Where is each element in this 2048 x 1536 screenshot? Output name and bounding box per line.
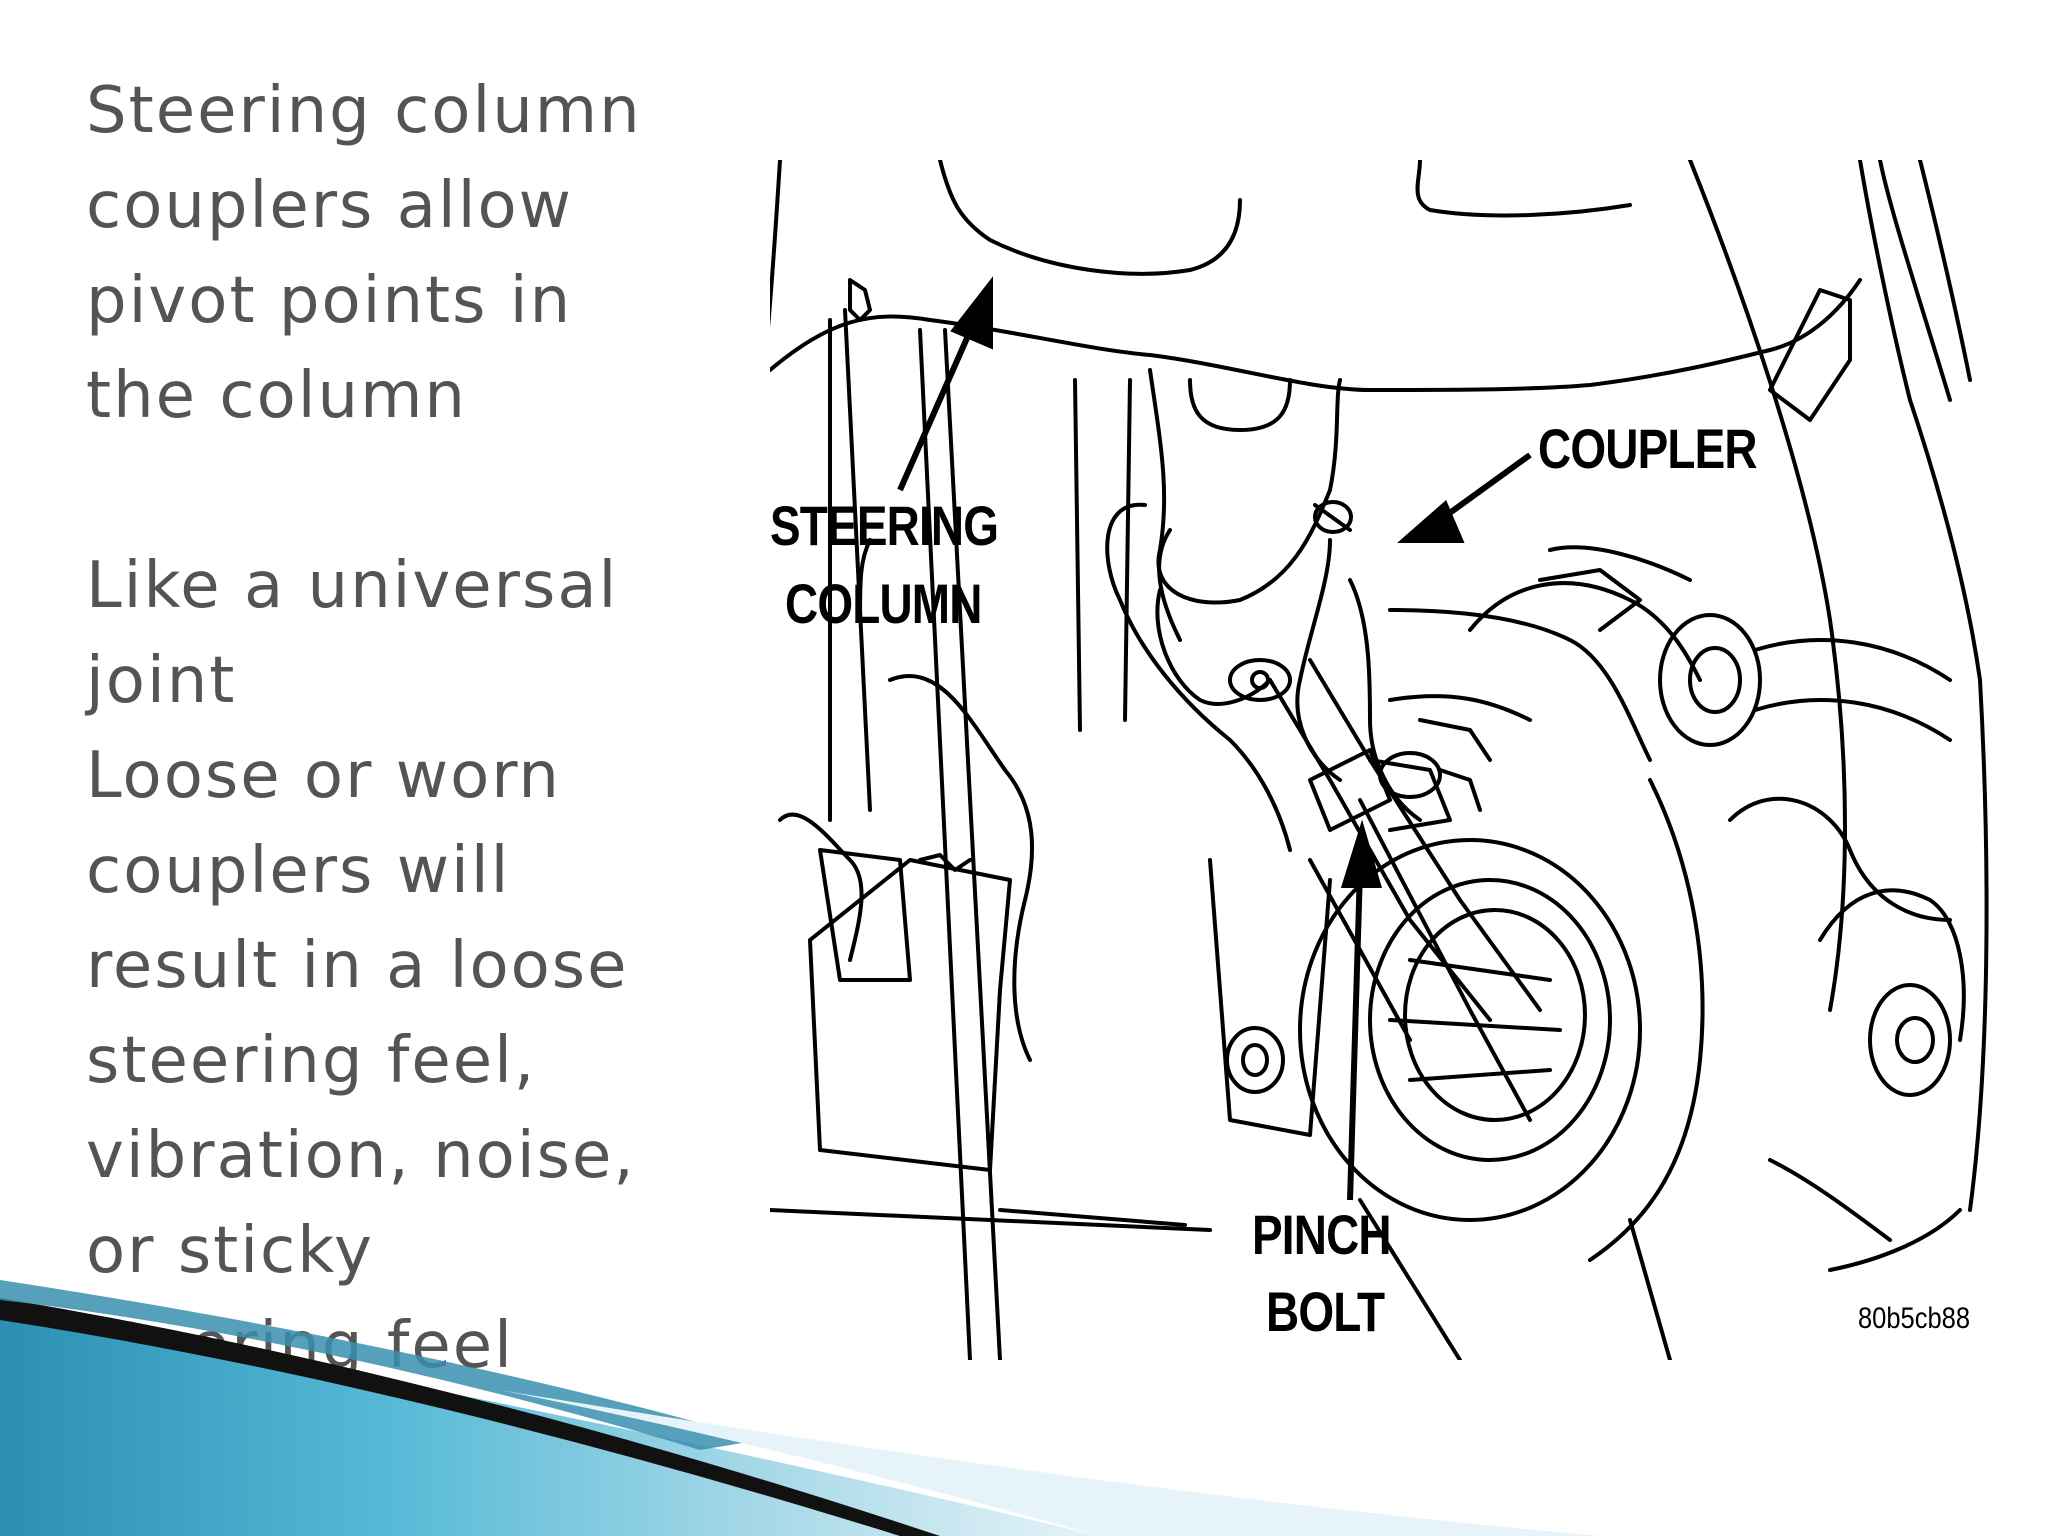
text-line: couplers allow [86, 169, 573, 243]
text-line: Steering column [86, 74, 642, 148]
label-steering: STEERING [770, 494, 999, 557]
text-line: steering feel, [86, 1024, 537, 1098]
text-line: Like a universal [86, 549, 619, 623]
label-pinch: PINCH [1252, 1203, 1392, 1266]
dash-outline [770, 278, 1862, 392]
label-coupler: COUPLER [1538, 417, 1758, 480]
label-column: COLUMN [785, 572, 982, 635]
text-line: joint [86, 644, 237, 718]
figure-code: 80b5cb88 [1858, 1302, 1971, 1335]
diagram-drawing [770, 160, 1989, 1360]
text-line: or sticky [86, 1214, 374, 1288]
label-bolt: BOLT [1266, 1280, 1385, 1343]
text-line: steering feel [86, 1309, 514, 1383]
text-line: couplers will [86, 834, 511, 908]
text-line: result in a loose [86, 929, 629, 1003]
text-line: vibration, noise, [86, 1119, 636, 1193]
text-line: the column [86, 359, 467, 433]
text-gap [86, 444, 746, 539]
pinch-leader-line [998, 1208, 1187, 1227]
text-line: pivot points in [86, 264, 573, 338]
slide-body-text: Steering column couplers allow pivot poi… [86, 64, 746, 1394]
steering-coupler-diagram [770, 160, 2000, 1360]
text-line: Loose or worn [86, 739, 561, 813]
